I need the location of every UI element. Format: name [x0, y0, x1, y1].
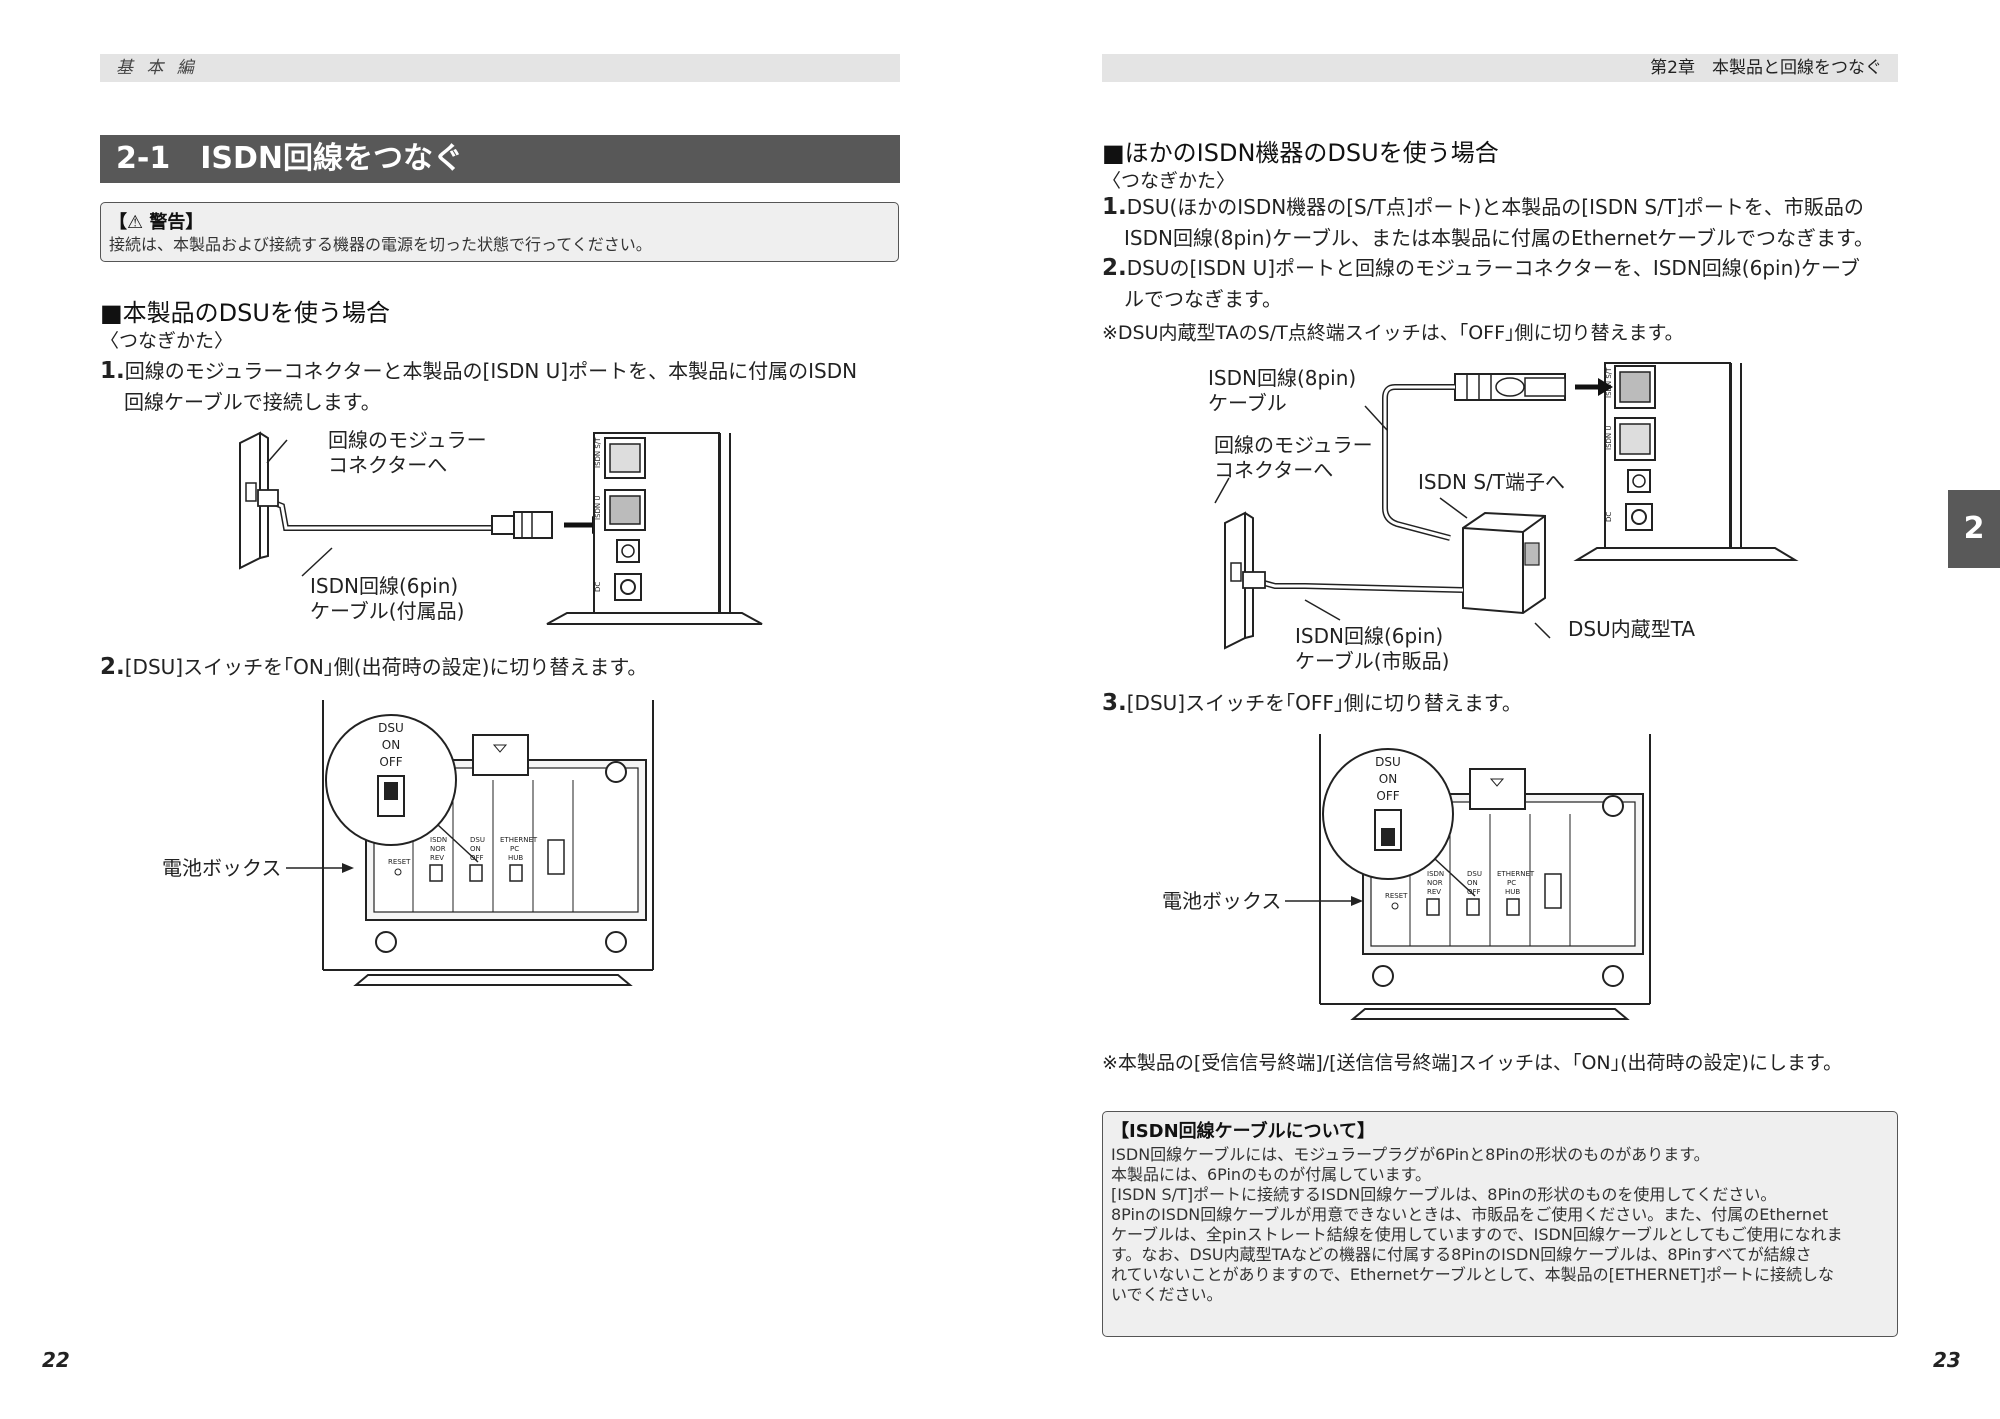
info-line: れていないことがありますので、Ethernetケーブルとして、本製品の[ETHE…: [1111, 1265, 1835, 1284]
fig2-leader-arrow: [286, 863, 354, 873]
port-label-dc: DC: [1605, 512, 1613, 522]
info-box-body: ISDN回線ケーブルには、モジュラープラグが6Pinと8Pinの形状のものがあり…: [1111, 1145, 1891, 1305]
info-line: 8PinのISDN回線ケーブルが用意できないときは、市販品をご使用ください。また…: [1111, 1205, 1829, 1224]
svg-text:REV: REV: [1427, 888, 1441, 896]
switch-ethernet-label: ETHERNET: [1497, 870, 1535, 878]
svg-text:ON: ON: [470, 845, 481, 853]
svg-text:OFF: OFF: [470, 854, 484, 862]
step-text: [DSU]スイッチを｢ON｣側(出荷時の設定)に切り替えます。: [124, 655, 648, 679]
port-label-u: ISDN U: [1605, 426, 1613, 450]
switch-isdn-label: ISDN: [430, 836, 447, 844]
fig-dsu-ta-connection: ISDN S/T ISDN U DC: [1214, 362, 1799, 650]
chapter-tab: 2: [1948, 490, 2000, 568]
info-line: [ISDN S/T]ポートに接続するISDN回線ケーブルは、8Pinの形状のもの…: [1111, 1185, 1777, 1204]
warning-title: 【⚠ 警告】: [109, 212, 204, 233]
warning-box: 【⚠ 警告】 接続は、本製品および接続する機器の電源を切った状態で行ってください…: [100, 202, 899, 262]
info-line: ケーブルは、全pinストレート結線を使用していますので、ISDN回線ケーブルとし…: [1111, 1225, 1843, 1244]
info-line: いでください。: [1111, 1285, 1223, 1304]
svg-text:PC: PC: [1507, 879, 1516, 887]
svg-text:REV: REV: [430, 854, 444, 862]
section-title: 2-1 ISDN回線をつなぐ: [100, 135, 900, 183]
step-number: 3.: [1102, 690, 1127, 716]
page-number-left: 22: [42, 1348, 70, 1372]
svg-text:ON: ON: [1379, 772, 1397, 786]
port-label-st: ISDN S/T: [1605, 367, 1613, 398]
step-number: 1.: [1102, 194, 1127, 220]
svg-text:NOR: NOR: [430, 845, 446, 853]
fig-battery-box-dsu-off: RESET ISDN NOR REV DSU ON OFF ETHERNET P…: [1319, 734, 1651, 1020]
fig1-label-top: 回線のモジュラー コネクターへ: [328, 428, 487, 477]
running-header-right: 第2章 本製品と回線をつなぐ: [1102, 54, 1898, 82]
switch-isdn-label: ISDN: [1427, 870, 1444, 878]
info-box-title: 【ISDN回線ケーブルについて】: [1111, 1121, 1376, 1142]
port-label-dc: DC: [594, 582, 602, 592]
svg-text:OFF: OFF: [1467, 888, 1481, 896]
right-subheading: 〈つなぎかた〉: [1102, 170, 1236, 192]
step-number: 2.: [100, 654, 125, 680]
info-line: 本製品には、6Pinのものが付属しています。: [1111, 1165, 1431, 1184]
port-label-u: ISDN U: [594, 496, 602, 520]
fig4-battery-label: 電池ボックス: [1162, 889, 1282, 913]
warning-body: 接続は、本製品および接続する機器の電源を切った状態で行ってください。: [109, 235, 652, 254]
svg-text:ON: ON: [1467, 879, 1478, 887]
svg-text:OFF: OFF: [379, 755, 402, 769]
right-note-1: ※DSU内蔵型TAのS/T点終端スイッチは、｢OFF｣側に切り替えます。: [1102, 322, 1684, 344]
step-text: ルでつなぎます。: [1124, 287, 1282, 311]
svg-text:PC: PC: [510, 845, 519, 853]
step-number: 1.: [100, 358, 125, 384]
svg-text:NOR: NOR: [1427, 879, 1443, 887]
running-header-left: 基 本 編: [100, 54, 900, 82]
cable-info-box: 【ISDN回線ケーブルについて】 ISDN回線ケーブルには、モジュラープラグが6…: [1102, 1111, 1898, 1337]
svg-text:ON: ON: [382, 738, 400, 752]
svg-text:HUB: HUB: [1505, 888, 1520, 896]
left-subheading: 〈つなぎかた〉: [100, 330, 234, 352]
right-step-1: 1.DSU(ほかのISDN機器の[S/T点]ポート)と本製品の[ISDN S/T…: [1102, 192, 1912, 254]
svg-text:OFF: OFF: [1376, 789, 1399, 803]
svg-text:HUB: HUB: [508, 854, 523, 862]
left-step-1: 1.回線のモジュラーコネクターと本製品の[ISDN U]ポートを、本製品に付属の…: [100, 356, 910, 418]
switch-dsu-label: DSU: [1467, 870, 1482, 878]
switch-ethernet-label: ETHERNET: [500, 836, 538, 844]
step-text: DSUの[ISDN U]ポートと回線のモジュラーコネクターを、ISDN回線(6p…: [1126, 256, 1860, 280]
fig3-label-ta: DSU内蔵型TA: [1568, 617, 1696, 641]
step-text: 回線のモジュラーコネクターと本製品の[ISDN U]ポートを、本製品に付属のIS…: [124, 359, 858, 383]
switch-reset-label: RESET: [388, 858, 411, 866]
right-step-2: 2.DSUの[ISDN U]ポートと回線のモジュラーコネクターを、ISDN回線(…: [1102, 253, 1912, 315]
fig3-label-8pin: ISDN回線(8pin) ケーブル: [1208, 366, 1357, 415]
zoom-dsu-text: DSU: [378, 721, 404, 735]
left-step-2: 2.[DSU]スイッチを｢ON｣側(出荷時の設定)に切り替えます。: [100, 652, 647, 683]
fig-modular-to-isdn-u: ISDN S/T ISDN U DC: [239, 431, 763, 625]
port-label-st: ISDN S/T: [594, 437, 602, 468]
page-number-right: 23: [1933, 1348, 1961, 1372]
fig3-label-modular: 回線のモジュラー コネクターへ: [1214, 433, 1373, 482]
zoom-dsu-text: DSU: [1375, 755, 1401, 769]
fig3-label-st: ISDN S/T端子へ: [1418, 470, 1565, 494]
step-text: ISDN回線(8pin)ケーブル、または本製品に付属のEthernetケーブルで…: [1124, 226, 1874, 250]
switch-reset-label: RESET: [1385, 892, 1408, 900]
info-line: ISDN回線ケーブルには、モジュラープラグが6Pinと8Pinの形状のものがあり…: [1111, 1145, 1710, 1164]
step-text: 回線ケーブルで接続します。: [124, 390, 381, 414]
right-step-3: 3.[DSU]スイッチを｢OFF｣側に切り替えます。: [1102, 688, 1522, 719]
fig4-leader-arrow: [1285, 896, 1363, 906]
info-line: す。なお、DSU内蔵型TAなどの機器に付属する8PinのISDN回線ケーブルは、…: [1111, 1245, 1812, 1264]
left-heading: ■本製品のDSUを使う場合: [100, 299, 390, 327]
step-text: [DSU]スイッチを｢OFF｣側に切り替えます。: [1126, 691, 1522, 715]
fig2-battery-label: 電池ボックス: [162, 856, 282, 880]
right-heading: ■ほかのISDN機器のDSUを使う場合: [1102, 139, 1499, 167]
fig3-label-6pin: ISDN回線(6pin) ケーブル(市販品): [1295, 624, 1450, 673]
step-text: DSU(ほかのISDN機器の[S/T点]ポート)と本製品の[ISDN S/T]ポ…: [1126, 195, 1864, 219]
right-note-2: ※本製品の[受信信号終端]/[送信信号終端]スイッチは、｢ON｣(出荷時の設定)…: [1102, 1052, 1843, 1074]
step-number: 2.: [1102, 255, 1127, 281]
fig1-label-bottom: ISDN回線(6pin) ケーブル(付属品): [310, 574, 465, 623]
switch-dsu-label: DSU: [470, 836, 485, 844]
fig-battery-box-dsu-on: RESET ISDN NOR REV DSU ON OFF ETHERNET P…: [322, 700, 654, 986]
